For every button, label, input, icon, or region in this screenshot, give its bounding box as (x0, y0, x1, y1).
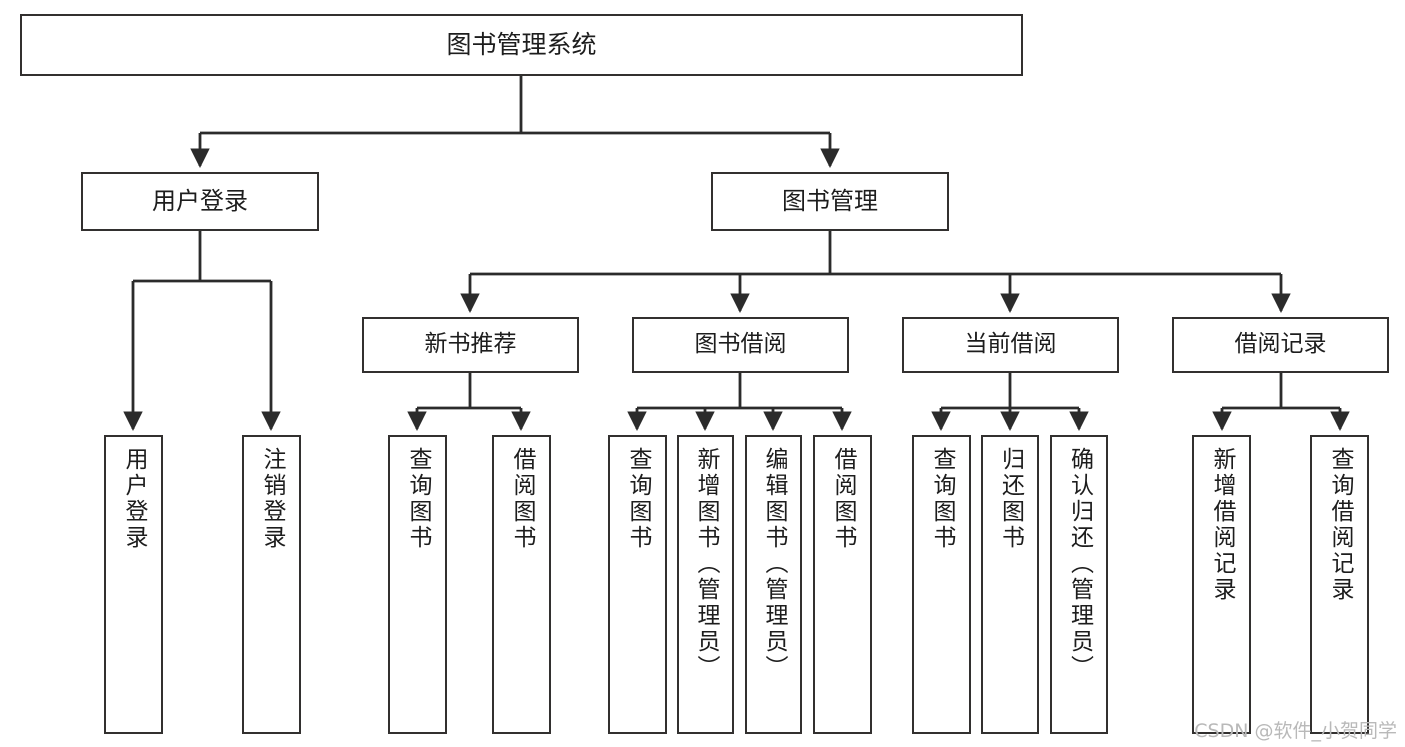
node-book-management[interactable]: 图书管理 (711, 172, 949, 231)
node-leaf-query-book-3[interactable]: 查询图书 (912, 435, 971, 734)
node-leaf-add-book[interactable]: 新增图书（管理员） (677, 435, 734, 734)
csdn-watermark: CSDN @软件_小贺同学 (1194, 720, 1397, 742)
node-user-login[interactable]: 用户登录 (81, 172, 319, 231)
node-leaf-query-book-1-label: 查询图书 (405, 447, 431, 551)
node-leaf-borrow-book-1-label: 借阅图书 (509, 447, 535, 551)
node-leaf-borrow-book-1[interactable]: 借阅图书 (492, 435, 551, 734)
node-book-borrow[interactable]: 图书借阅 (632, 317, 849, 373)
node-book-management-label: 图书管理 (782, 187, 878, 216)
node-leaf-edit-book[interactable]: 编辑图书（管理员） (745, 435, 802, 734)
node-leaf-confirm-return[interactable]: 确认归还（管理员） (1050, 435, 1108, 734)
node-current-borrow-label: 当前借阅 (964, 331, 1057, 358)
node-new-book-recommend-label: 新书推荐 (424, 331, 517, 358)
node-leaf-user-logout[interactable]: 注销登录 (242, 435, 301, 734)
node-book-borrow-label: 图书借阅 (694, 331, 787, 358)
node-leaf-add-record[interactable]: 新增借阅记录 (1192, 435, 1251, 734)
node-leaf-user-logout-label: 注销登录 (259, 447, 285, 551)
node-leaf-return-book-label: 归还图书 (997, 447, 1024, 551)
node-leaf-query-book-3-label: 查询图书 (929, 447, 955, 551)
node-borrow-record[interactable]: 借阅记录 (1172, 317, 1389, 373)
node-borrow-record-label: 借阅记录 (1234, 331, 1327, 358)
node-leaf-borrow-book-2[interactable]: 借阅图书 (813, 435, 872, 734)
node-leaf-confirm-return-label: 确认归还（管理员） (1066, 447, 1093, 681)
node-leaf-query-book-2[interactable]: 查询图书 (608, 435, 667, 734)
node-leaf-user-login-label: 用户登录 (121, 447, 147, 551)
node-user-login-label: 用户登录 (152, 187, 248, 216)
node-leaf-return-book[interactable]: 归还图书 (981, 435, 1039, 734)
node-leaf-query-book-1[interactable]: 查询图书 (388, 435, 447, 734)
node-leaf-query-record[interactable]: 查询借阅记录 (1310, 435, 1369, 734)
node-current-borrow[interactable]: 当前借阅 (902, 317, 1119, 373)
node-new-book-recommend[interactable]: 新书推荐 (362, 317, 579, 373)
node-root-label: 图书管理系统 (446, 30, 597, 60)
node-leaf-user-login[interactable]: 用户登录 (104, 435, 163, 734)
node-root[interactable]: 图书管理系统 (20, 14, 1023, 76)
node-leaf-query-book-2-label: 查询图书 (625, 447, 651, 551)
node-leaf-borrow-book-2-label: 借阅图书 (830, 447, 856, 551)
node-leaf-query-record-label: 查询借阅记录 (1327, 447, 1353, 603)
node-leaf-edit-book-label: 编辑图书（管理员） (761, 447, 787, 681)
node-leaf-add-record-label: 新增借阅记录 (1209, 447, 1235, 603)
node-leaf-add-book-label: 新增图书（管理员） (693, 447, 719, 681)
